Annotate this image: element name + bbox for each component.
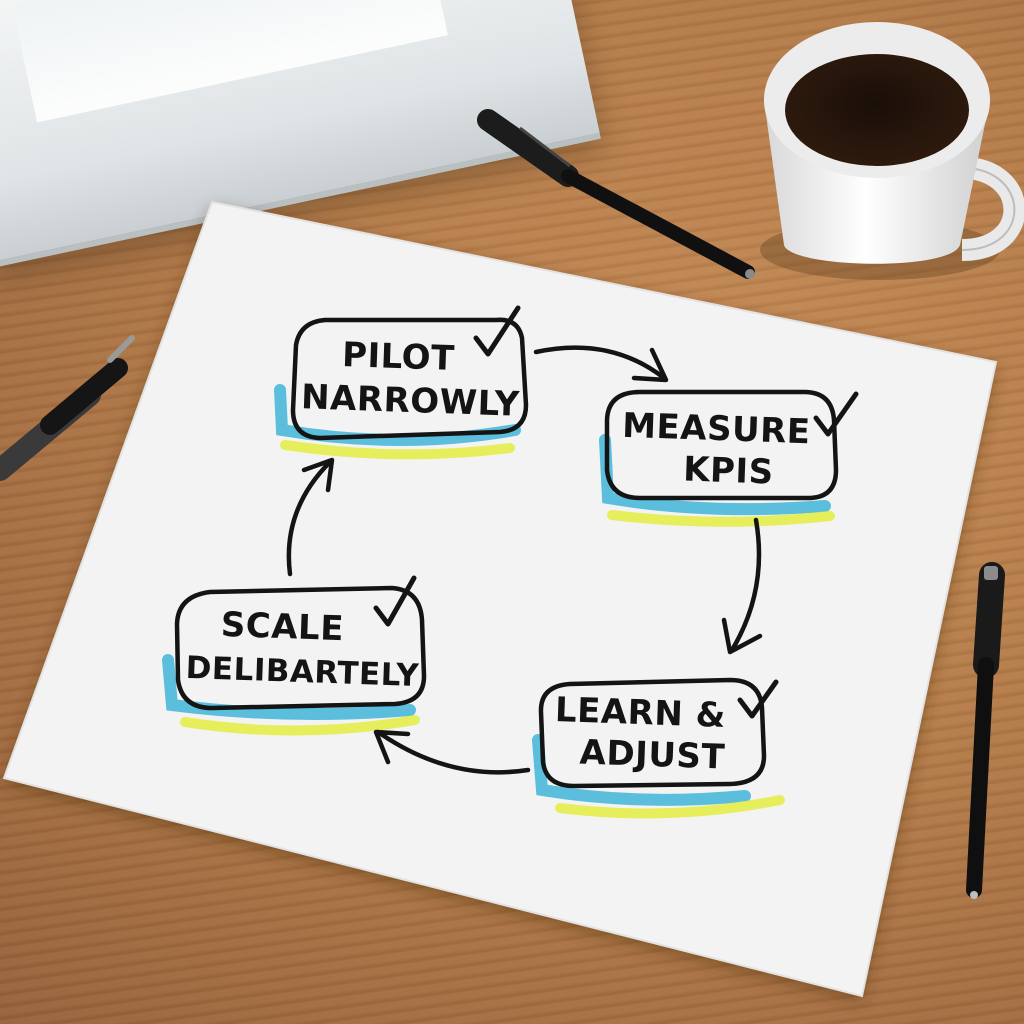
highlight-scale [162, 654, 420, 736]
step-box-measure [604, 389, 839, 501]
pen-icon [966, 562, 1005, 899]
step-scale-line1: SCALE [220, 605, 344, 649]
arrow-icon [721, 517, 763, 655]
pen-icon [477, 109, 755, 279]
step-measure-line1: MEASURE [622, 406, 812, 453]
check-icon [813, 391, 859, 437]
step-measure-line2: KPIS [683, 449, 775, 492]
coffee-mug-icon [760, 22, 1024, 280]
step-box-scale [174, 585, 427, 711]
check-icon [473, 305, 521, 357]
highlight-learn [532, 734, 785, 819]
step-pilot-line2: NARROWLY [300, 377, 520, 425]
check-icon [737, 679, 779, 719]
check-icon [373, 575, 417, 627]
step-learn-line2: ADJUST [579, 732, 726, 777]
arrow-icon [533, 345, 669, 383]
step-box-pilot [290, 317, 529, 441]
arrow-icon [286, 457, 335, 577]
pen-icon [0, 335, 135, 481]
highlight-measure [599, 434, 835, 527]
step-scale-line2: DELIBARTELY [185, 650, 420, 694]
arrow-icon [373, 729, 531, 775]
step-pilot-line1: PILOT [341, 335, 455, 379]
step-box-learn [538, 677, 767, 789]
step-learn-line1: LEARN & [554, 690, 726, 736]
